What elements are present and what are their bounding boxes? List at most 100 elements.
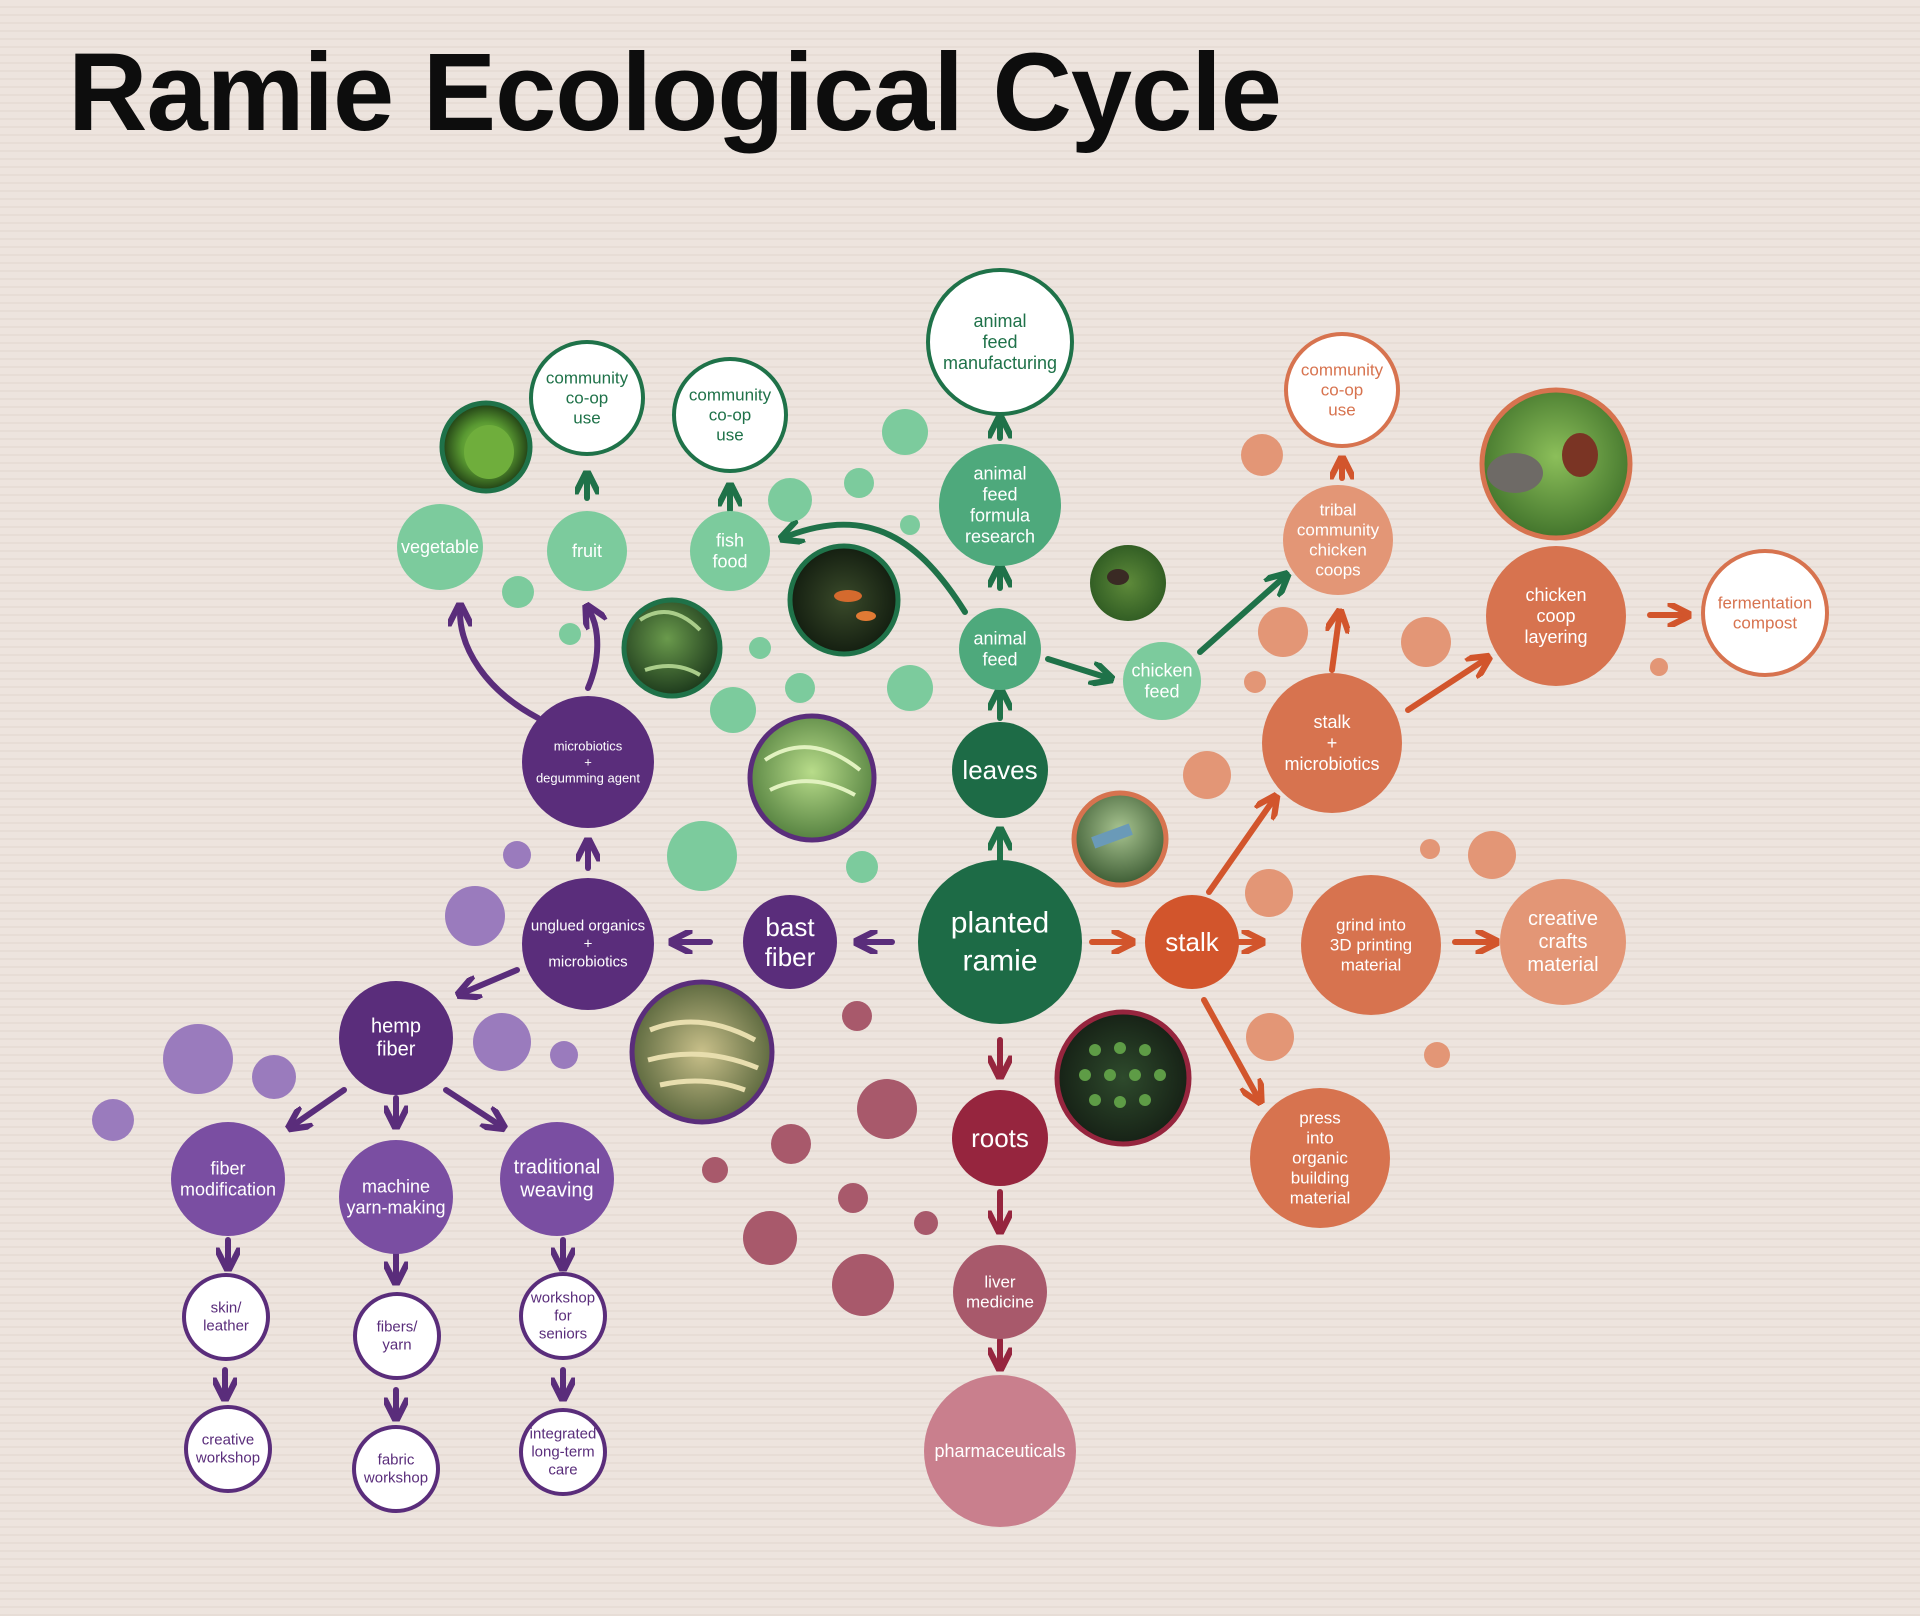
purple-decorative-dots — [92, 841, 578, 1141]
node-label: feed — [1144, 682, 1179, 702]
node-label: stalk — [1165, 927, 1219, 957]
node-circle — [522, 878, 654, 1010]
koi-pond-photo — [787, 543, 901, 657]
node-stalk: stalk — [1145, 895, 1239, 989]
node-circle — [519, 1408, 607, 1496]
node-vegetable: vegetable — [397, 504, 483, 590]
chicken-in-grass-photo — [1090, 545, 1166, 621]
rooster-photo — [1479, 387, 1633, 541]
node-label: fabric — [378, 1452, 415, 1469]
node-circle — [500, 1122, 614, 1236]
node-circle — [690, 511, 770, 591]
nodes-layer: plantedramieleavesstalkbastfiberrootsani… — [171, 268, 1829, 1527]
node-label: weaving — [519, 1180, 593, 1202]
node-circle — [952, 1090, 1048, 1186]
node-circle — [743, 895, 837, 989]
node-label: animal — [973, 311, 1026, 331]
node-circle — [519, 1272, 607, 1360]
node-label: co-op — [709, 406, 752, 425]
node-label: chicken — [1525, 585, 1586, 605]
node-label: community — [1301, 361, 1384, 380]
node-label: coop — [1536, 606, 1575, 626]
node-label: community — [546, 369, 629, 388]
node-circle — [339, 1140, 453, 1254]
node-skin-leather: skin/leather — [182, 1273, 270, 1361]
node-label: fibers/ — [377, 1319, 419, 1336]
node-label: integrated — [530, 1426, 597, 1443]
node-label: roots — [971, 1123, 1029, 1153]
node-label: press — [1299, 1109, 1341, 1128]
lime-fruit-photo — [439, 400, 533, 494]
node-label: microbiotics — [554, 739, 623, 754]
node-label: animal — [973, 464, 1026, 484]
orange-decorative-dots — [1183, 434, 1668, 1068]
node-label: community — [689, 386, 772, 405]
node-leaves: leaves — [952, 722, 1048, 818]
node-label: microbiotics — [548, 954, 627, 971]
node-circle — [1701, 549, 1829, 677]
node-label: co-op — [566, 389, 609, 408]
node-label: use — [716, 426, 743, 445]
node-circle — [1123, 642, 1201, 720]
seedling-tray-photo — [1054, 1009, 1192, 1147]
node-label: seniors — [539, 1326, 587, 1343]
node-circle — [339, 981, 453, 1095]
node-circle — [1486, 546, 1626, 686]
node-label: leather — [203, 1318, 249, 1335]
page-title: Ramie Ecological Cycle — [68, 31, 1282, 154]
node-label: food — [712, 552, 747, 572]
node-label: creative — [202, 1432, 255, 1449]
node-label: vegetable — [401, 537, 479, 557]
node-label: traditional — [514, 1157, 601, 1179]
node-label: workshop — [363, 1470, 428, 1487]
node-label: liver — [984, 1273, 1016, 1292]
node-label: material — [1290, 1189, 1350, 1208]
node-label: grind into — [1336, 916, 1406, 935]
node-label: feed — [982, 650, 1017, 670]
node-circle — [953, 1245, 1047, 1339]
node-label: fruit — [572, 541, 602, 561]
node-label: tribal — [1320, 501, 1357, 520]
node-circle — [918, 860, 1082, 1024]
node-label: compost — [1733, 614, 1798, 633]
node-label: feed — [982, 332, 1017, 352]
node-circle — [959, 608, 1041, 690]
node-label: crafts — [1539, 931, 1588, 953]
node-label: + — [1327, 733, 1338, 753]
harvesting-photo — [1071, 790, 1169, 888]
arrows — [225, 424, 1682, 1412]
node-circle — [353, 1292, 441, 1380]
green-fiber-water-photo — [747, 713, 877, 843]
node-circle — [952, 722, 1048, 818]
node-circle — [939, 444, 1061, 566]
node-label: creative — [1528, 908, 1598, 930]
green-decorative-dots — [502, 409, 933, 891]
node-microbiotics-degumming: microbiotics+degumming agent — [522, 696, 654, 828]
node-label: material — [1341, 956, 1401, 975]
node-label: use — [1328, 401, 1355, 420]
red-decorative-dots — [702, 1001, 938, 1316]
node-label: yarn — [382, 1337, 411, 1354]
node-label: organic — [1292, 1149, 1348, 1168]
node-label: modification — [180, 1180, 276, 1200]
node-circle — [184, 1405, 272, 1493]
node-circle — [1301, 875, 1441, 1015]
node-circle — [547, 511, 627, 591]
